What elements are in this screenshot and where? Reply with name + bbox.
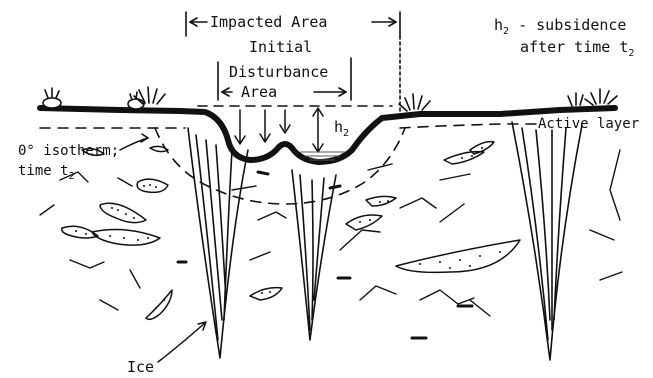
ground-surface [40,108,615,162]
subsidence-legend-line1: h2 - subsidence [494,16,626,37]
ice-wedges [188,122,582,360]
cracks [40,150,622,316]
isotherm-label-line2: time t2 [18,163,75,182]
h2-label: h2 [334,118,349,139]
active-layer-label: Active layer [538,116,639,132]
disturbance-label: Disturbance [229,63,328,81]
isotherm-label-line1: 0° isotherm; [18,143,119,159]
subsidence-legend-line2: after time t2 [520,38,634,59]
impacted-area-label: Impacted Area [210,13,327,31]
ice-label: Ice [127,358,154,376]
vegetation [43,87,617,111]
initial-label: Initial [249,38,312,56]
ice-pointer [158,322,206,362]
isotherm-pointer [120,134,148,150]
area-label: Area [241,83,277,101]
ice-lenses [62,142,520,320]
